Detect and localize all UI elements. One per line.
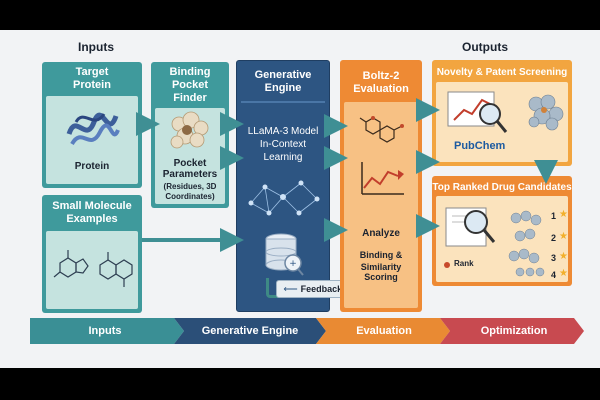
flow-arrows — [136, 98, 558, 252]
ranked-inner-panel: Rank 1 2 3 4 ★ ★ ★ ★ — [436, 196, 568, 282]
target-title-line1: Target — [75, 66, 109, 78]
small-mol-title-line1: Small Molecule — [52, 200, 132, 212]
pocket-label-line2: Parameters — [162, 169, 218, 180]
novelty-title: Novelty & Patent Screening — [436, 67, 568, 78]
novelty-inner-panel: PubChem — [436, 82, 568, 162]
rank-label: Rank — [454, 259, 474, 268]
score-chart-icon — [361, 162, 404, 195]
pocket-inner-panel: Pocket Parameters (Residues, 3D Coordina… — [155, 108, 225, 204]
pipeline-stage-optimization — [440, 318, 584, 344]
outputs-header: Outputs — [462, 40, 508, 54]
star-icon: ★ — [559, 251, 568, 262]
pipeline-label-optimization: Optimization — [480, 325, 548, 337]
pipeline-stage-evaluation — [316, 318, 450, 344]
pocket-detail-line1: (Residues, 3D — [163, 182, 217, 191]
ranked-title: Top Ranked Drug Candidates — [432, 182, 572, 193]
pocket-title-line1: Binding — [169, 66, 211, 78]
binding-pocket-box: Binding Pocket Finder Pocket Parameters … — [151, 62, 229, 208]
pocket-molecule-icon — [170, 111, 209, 149]
rank-4: 4 — [551, 270, 557, 280]
magnifier-icon — [447, 91, 508, 133]
pocket-title-line3: Finder — [173, 92, 207, 104]
pipeline-label-evaluation: Evaluation — [356, 325, 412, 337]
magnifier-icon — [445, 207, 496, 247]
small-mol-title-line2: Examples — [66, 213, 118, 225]
generative-title-line1: Generative — [254, 69, 312, 81]
pocket-molecule-icon — [528, 94, 564, 131]
target-label: Protein — [74, 161, 110, 172]
boltz-scoring-line1: Binding & — [359, 250, 403, 260]
svg-text:+: + — [289, 259, 297, 269]
novelty-box: Novelty & Patent Screening PubChem — [432, 60, 572, 166]
diagram-canvas: Inputs Outputs Target Protein Protein Sm… — [0, 30, 600, 368]
rank-3: 3 — [551, 253, 557, 263]
model-line1: LLaMA-3 Model — [247, 126, 319, 137]
candidate-molecules-icon — [508, 210, 545, 277]
target-protein-box: Target Protein Protein — [42, 62, 142, 188]
pubchem-label: PubChem — [454, 140, 506, 152]
star-icon: ★ — [559, 231, 568, 242]
pocket-label-line1: Pocket — [173, 158, 207, 169]
hexagon-molecule-icon — [359, 116, 404, 143]
rank-1: 1 — [551, 211, 557, 221]
rank-bullet — [444, 262, 450, 268]
target-inner-panel: Protein — [46, 96, 138, 184]
pipeline-label-generative: Generative Engine — [201, 325, 299, 337]
arrow-left-icon: ⟵ — [283, 283, 298, 295]
generative-title-line2: Engine — [264, 82, 302, 94]
target-title-line2: Protein — [73, 79, 111, 91]
small-molecule-box: Small Molecule Examples — [42, 195, 142, 313]
generative-engine-box: Generative Engine LLaMA-3 Model In-Conte… — [236, 60, 330, 312]
inputs-header: Inputs — [78, 40, 114, 54]
pipeline-bar — [30, 318, 584, 344]
pipeline-stage-inputs — [30, 318, 184, 344]
rank-2: 2 — [551, 233, 557, 243]
boltz-title-line2: Evaluation — [353, 83, 409, 95]
model-line2: In-Context — [259, 139, 307, 150]
star-icon: ★ — [559, 268, 568, 279]
pipeline-stage-generative — [174, 318, 326, 344]
feedback-loop-label: Feedback Loop — [300, 284, 367, 294]
pocket-title-line2: Pocket — [171, 79, 209, 91]
molecule-structure-icon — [53, 250, 133, 287]
boltz-evaluation-box: Boltz-2 Evaluation Analyze Binding & Sim… — [340, 60, 422, 312]
boltz-analyze: Analyze — [362, 228, 400, 239]
generative-divider — [241, 101, 325, 103]
small-mol-inner-panel — [46, 231, 138, 309]
network-icon — [248, 180, 320, 216]
boltz-inner-panel: Analyze Binding & Similarity Scoring — [344, 102, 418, 308]
boltz-scoring-line2: Similarity Scoring — [360, 262, 402, 282]
pipeline-label-inputs: Inputs — [88, 325, 122, 337]
star-icon: ★ — [559, 209, 568, 220]
boltz-title-line1: Boltz-2 — [362, 70, 400, 82]
pocket-detail-line2: Coordinates) — [165, 192, 215, 201]
ranked-box: Top Ranked Drug Candidates Rank 1 2 3 — [432, 176, 572, 286]
protein-ribbon-icon — [66, 112, 120, 146]
database-icon: + — [265, 233, 304, 276]
model-line3: Learning — [263, 152, 303, 163]
